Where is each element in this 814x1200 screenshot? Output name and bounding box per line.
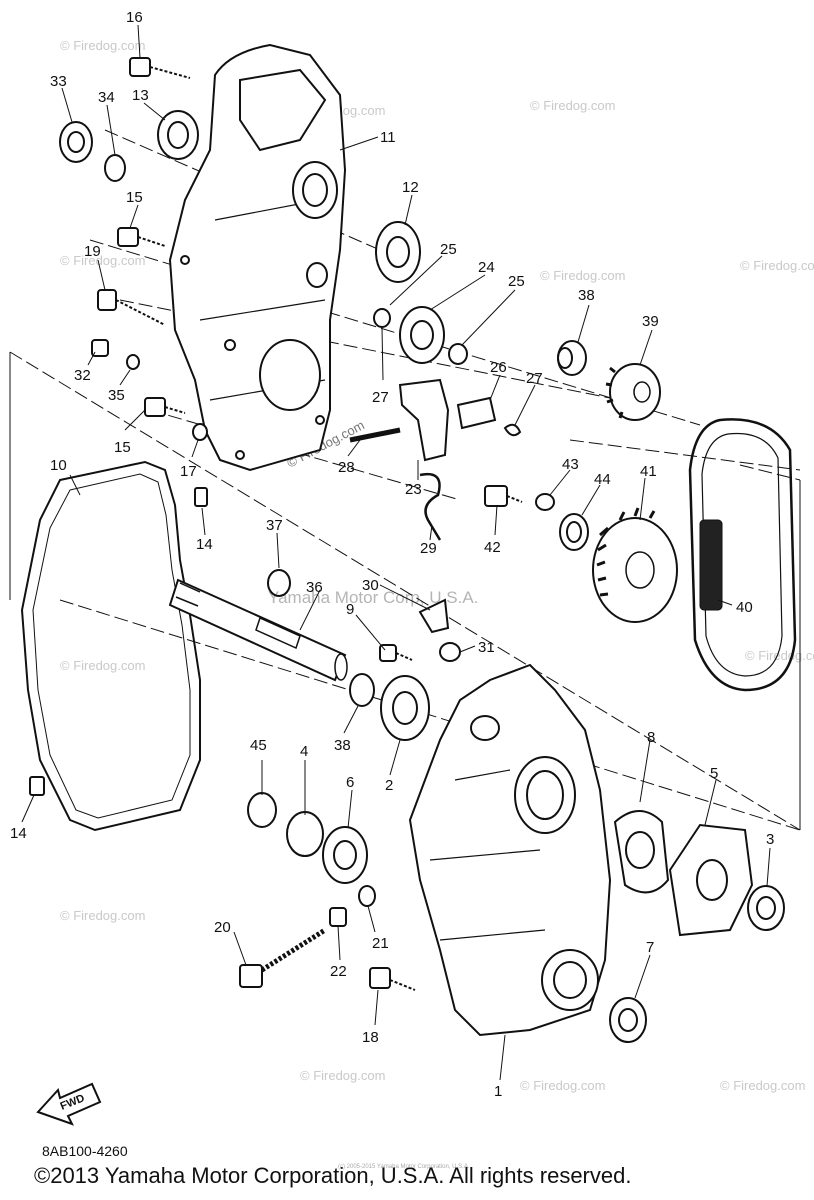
part-label-45: 45 [250, 737, 267, 754]
part-label-4: 4 [300, 743, 308, 760]
firedog-watermark: © Firedog.com [60, 253, 145, 268]
large-sprocket [592, 507, 678, 623]
small-gear [605, 363, 661, 421]
part-label-26: 26 [490, 359, 507, 376]
part-label-24: 24 [478, 259, 495, 276]
shaft [168, 578, 348, 682]
gasket-inner [32, 473, 191, 819]
copyright-notice: ©2013 Yamaha Motor Corporation, U.S.A. A… [34, 1163, 632, 1188]
part-label-31: 31 [478, 639, 495, 656]
bolts [29, 57, 523, 991]
part-label-6: 6 [346, 774, 354, 791]
part-label-7: 7 [646, 939, 654, 956]
part-label-16: 16 [126, 9, 143, 26]
part-label-25-left: 25 [440, 241, 457, 258]
part-label-10: 10 [50, 457, 67, 474]
part-label-36: 36 [306, 579, 323, 596]
part-label-33: 33 [50, 73, 67, 90]
part-label-5: 5 [710, 765, 718, 782]
part-label-2: 2 [385, 777, 393, 794]
fine-print: (c) 2005-2015 Yamaha Motor Corporation, … [338, 1164, 470, 1170]
part-label-37: 37 [266, 517, 283, 534]
part-label-18: 18 [362, 1029, 379, 1046]
part-label-8: 8 [647, 729, 655, 746]
part-label-14-top: 14 [196, 536, 213, 553]
part-label-15-top: 15 [126, 189, 143, 206]
firedog-watermark: © Firedog.com [60, 658, 145, 673]
firedog-watermark: © Firedog.com [520, 1078, 605, 1093]
part-label-14-bottom: 14 [10, 825, 27, 842]
part-label-42: 42 [484, 539, 501, 556]
part-label-44: 44 [594, 471, 611, 488]
part-label-20: 20 [214, 919, 231, 936]
part-label-43: 43 [562, 456, 579, 473]
part-label-15-bottom: 15 [114, 439, 131, 456]
part-label-12: 12 [402, 179, 419, 196]
tensioner [398, 378, 522, 541]
part-label-28: 28 [338, 459, 355, 476]
firedog-watermark: © Firedog.com [60, 908, 145, 923]
part-label-22: 22 [330, 963, 347, 980]
part-label-38-bottom: 38 [334, 737, 351, 754]
part-label-19: 19 [84, 243, 101, 260]
part-label-21: 21 [372, 935, 389, 952]
firedog-watermark: © Firedog.com [530, 98, 615, 113]
firedog-watermark: © Firedog.com [720, 1078, 805, 1093]
part-label-13: 13 [132, 87, 149, 104]
firedog-watermark: © Firedog.com [740, 258, 814, 273]
drive-chain [688, 418, 797, 692]
gasket [20, 460, 201, 832]
part-label-27-right: 27 [526, 370, 543, 387]
firedog-watermark: © Firedog.com [745, 648, 814, 663]
firedog-watermark: © Firedog.com [540, 268, 625, 283]
part-label-38-top: 38 [578, 287, 595, 304]
part-labels: 16 33 34 13 11 12 15 19 25 24 25 38 39 2… [10, 9, 774, 1100]
part-label-17: 17 [180, 463, 197, 480]
part-label-30: 30 [362, 577, 379, 594]
part-label-11: 11 [380, 129, 396, 146]
part-label-35: 35 [108, 387, 125, 404]
firedog-watermark: © Firedog.com [300, 1068, 385, 1083]
part-label-34: 34 [98, 89, 115, 106]
part-label-39: 39 [642, 313, 659, 330]
part-label-32: 32 [74, 367, 91, 384]
center-watermark: Yamaha Motor Corp, U.S.A. [268, 588, 478, 607]
firedog-watermark: © Firedog.com [60, 38, 145, 53]
part-label-41: 41 [640, 463, 657, 480]
leader-lines [21, 24, 771, 1081]
part-label-1: 1 [494, 1083, 502, 1100]
part-label-9: 9 [346, 601, 354, 618]
part-label-3: 3 [766, 831, 774, 848]
part-label-23: 23 [405, 481, 422, 498]
fwd-arrow-icon: FWD [36, 1082, 102, 1126]
part-label-29: 29 [420, 540, 437, 557]
part-label-27-left: 27 [372, 389, 389, 406]
outer-cover [168, 43, 347, 472]
bearing-covers [613, 810, 754, 937]
part-label-25-right: 25 [508, 273, 525, 290]
part-label-40: 40 [736, 599, 753, 616]
inner-case [408, 663, 612, 1037]
diagram-code: 8AB100-4260 [42, 1143, 128, 1159]
bearings [59, 110, 785, 1043]
